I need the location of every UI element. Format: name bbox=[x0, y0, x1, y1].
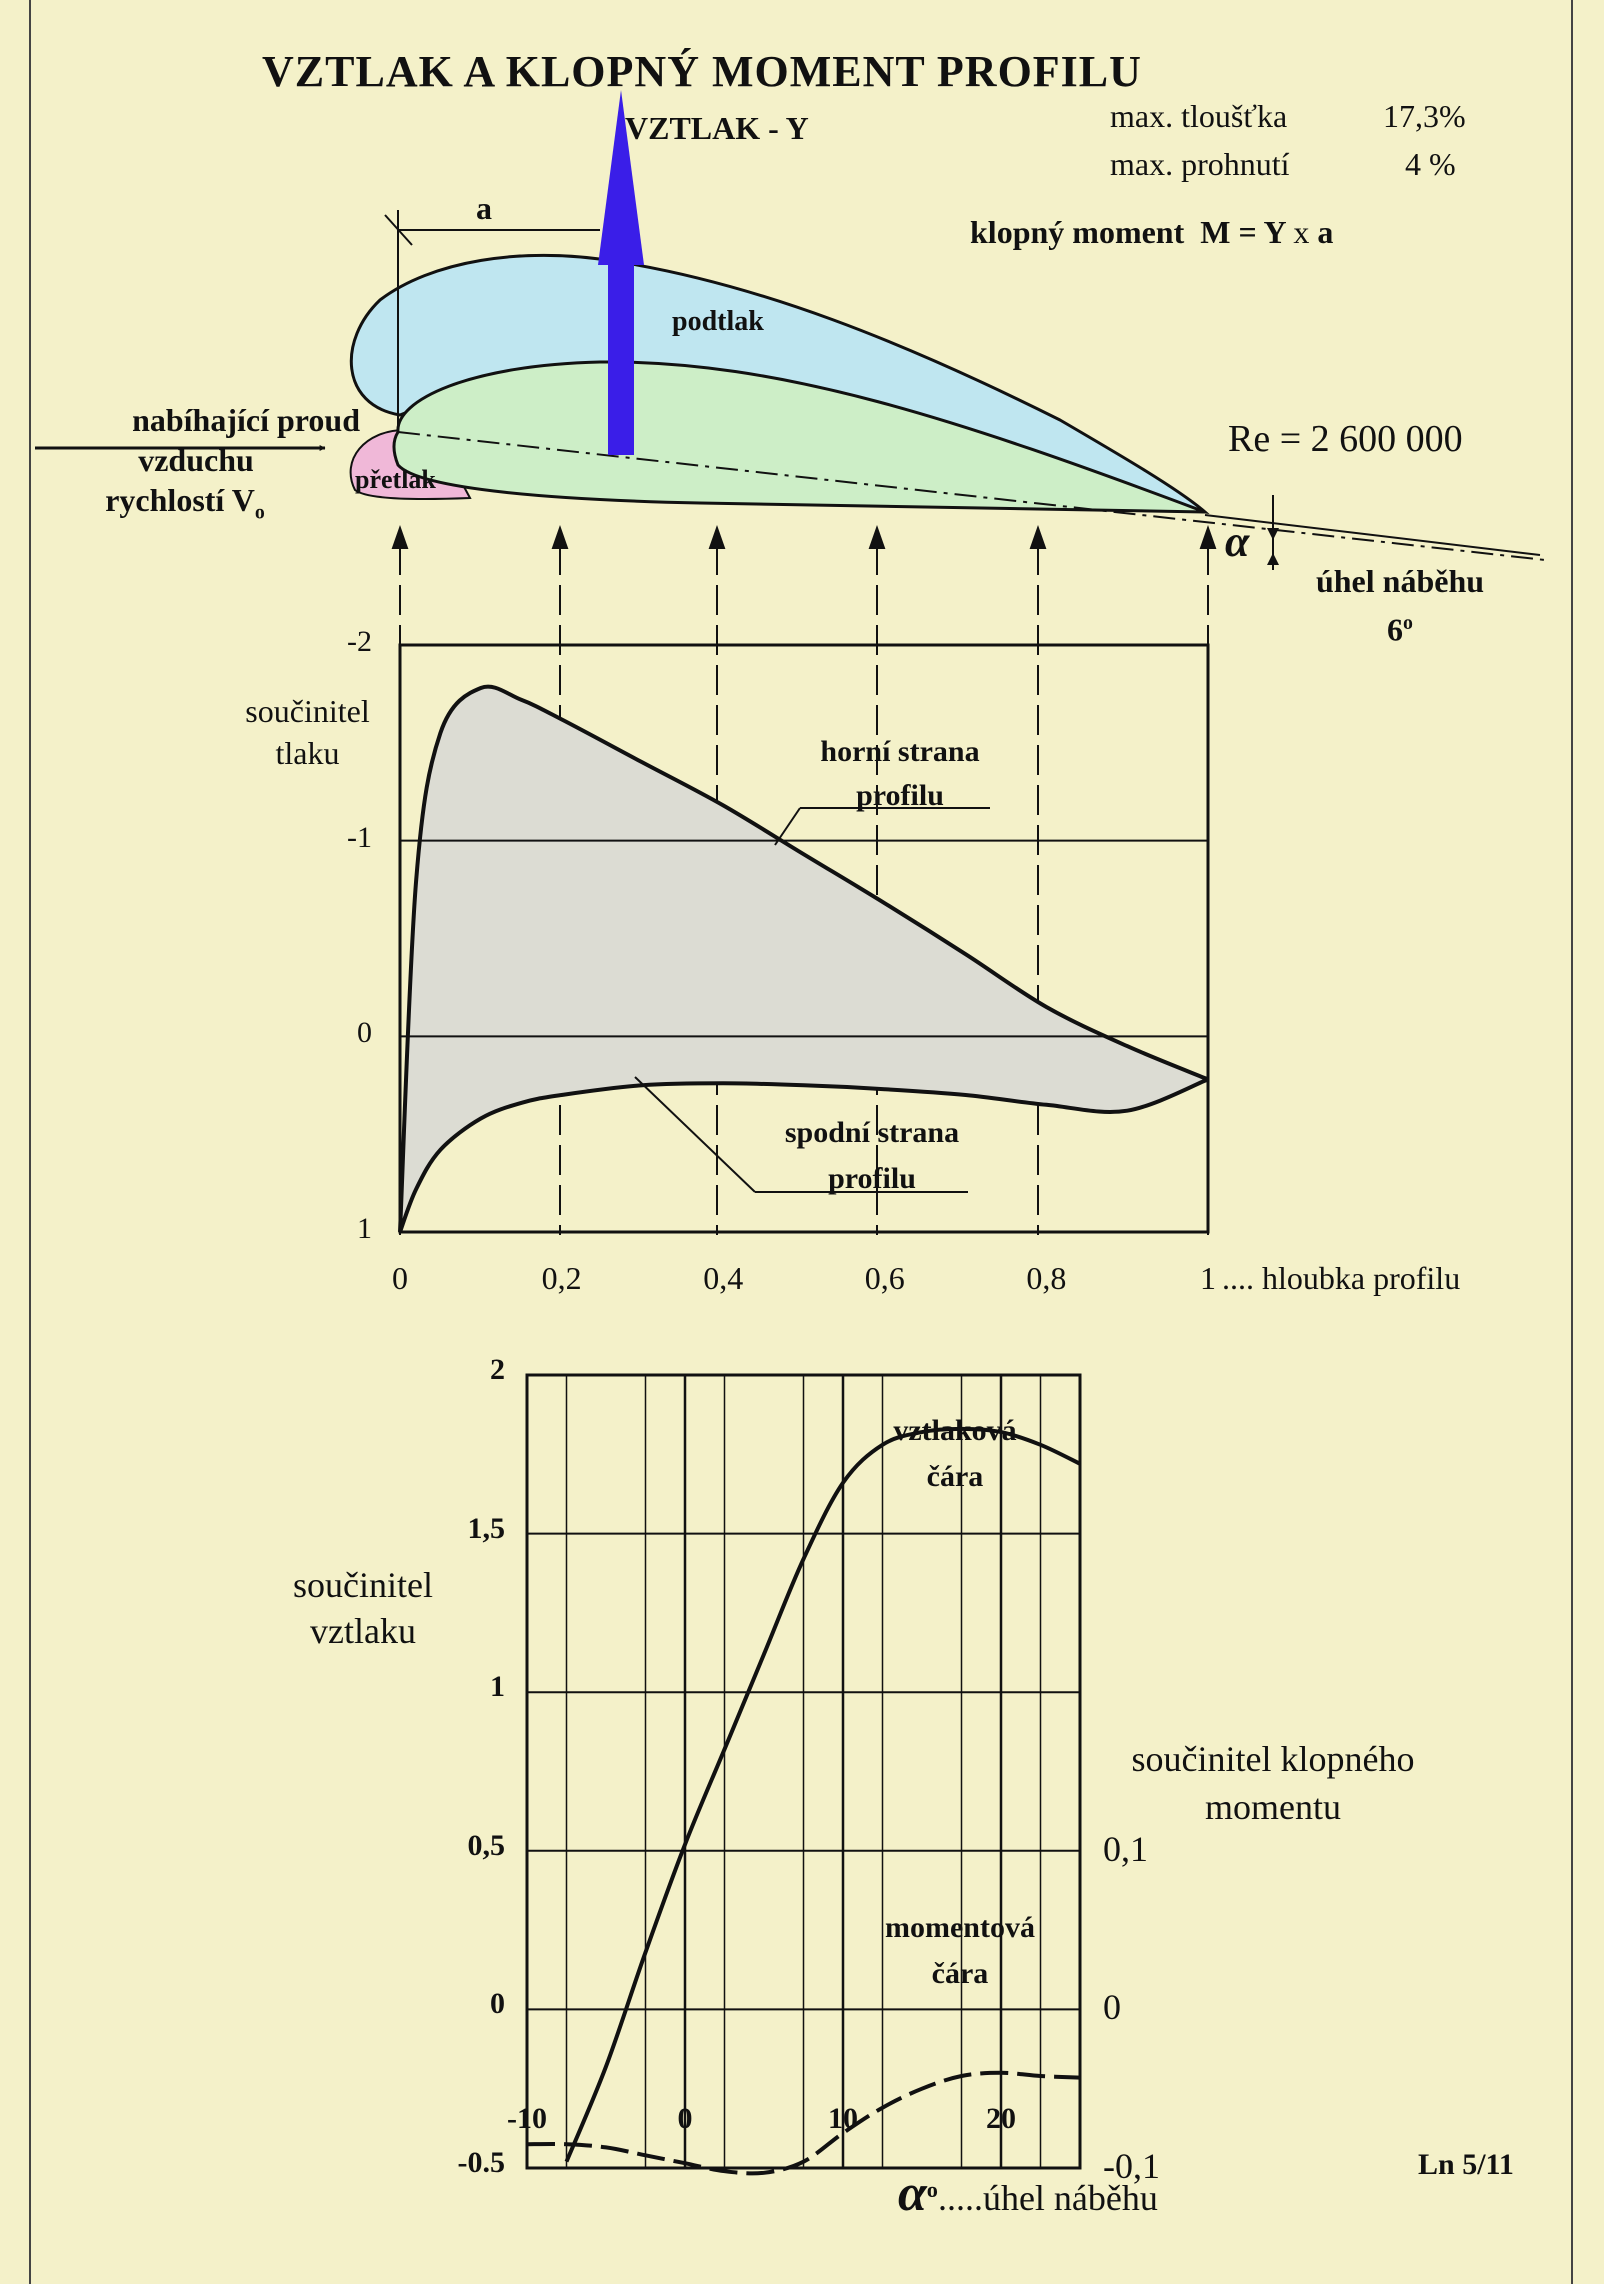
cp-y-tick: 0 bbox=[357, 1016, 372, 1050]
cp-lower-label: spodní strana profilu bbox=[784, 1116, 960, 1195]
cl-x-tick: 20 bbox=[986, 2102, 1016, 2135]
moment-curve-label: momentová čára bbox=[885, 1911, 1035, 1990]
cp-x-tick: 1 bbox=[1200, 1260, 1216, 1296]
lift-arrow-head bbox=[598, 90, 644, 265]
cm-y-tick: -0,1 bbox=[1103, 2146, 1160, 2186]
aoa-arrow-bottom bbox=[1267, 553, 1279, 565]
camber-value: 4 % bbox=[1405, 146, 1456, 182]
arm-dimension-tick bbox=[384, 214, 413, 246]
lift-curve-label: vztlaková čára bbox=[893, 1414, 1017, 1493]
camber-label: max. prohnutí bbox=[1110, 146, 1290, 182]
cp-ylabel: součinitel tlaku bbox=[245, 693, 370, 771]
cp-upper-line bbox=[398, 684, 1209, 1233]
footer-code: Ln 5/11 bbox=[1418, 2148, 1514, 2181]
flow-label-line3: rychlostí Vo bbox=[105, 482, 265, 524]
aoa-label-value: 6o bbox=[1387, 611, 1413, 648]
cp-upper-label: horní strana profilu bbox=[820, 735, 980, 812]
moment-formula: klopný moment M = Y x a bbox=[970, 216, 1333, 248]
cp-lower-line bbox=[398, 1077, 1209, 1233]
cl-x-tick: -10 bbox=[507, 2102, 547, 2135]
cl-x-tick: 10 bbox=[828, 2102, 858, 2135]
pressure-coefficient-chart bbox=[398, 643, 1210, 1234]
cm-y-tick: 0 bbox=[1103, 1987, 1121, 2028]
moment-formula-label: klopný moment bbox=[970, 214, 1185, 250]
cl-y-tick: 2 bbox=[490, 1353, 505, 1386]
thickness-value: 17,3% bbox=[1383, 98, 1466, 134]
flow-direction-line bbox=[1204, 514, 1541, 556]
moment-curve bbox=[526, 2070, 1081, 2176]
cp-y-tick: -1 bbox=[347, 820, 372, 854]
chord-line bbox=[397, 431, 1546, 561]
lift-coefficient-chart bbox=[525, 1373, 1082, 2176]
flow-label-line2: vzduchu bbox=[138, 442, 254, 478]
cp-area-fill bbox=[400, 686, 1208, 1232]
cl-xlabel: αo.....úhel náběhu bbox=[898, 2165, 1158, 2222]
cp-xlabel: .... hloubka profilu bbox=[1222, 1260, 1461, 1296]
cm-right-label: součinitel klopného momentu bbox=[1131, 1739, 1415, 1827]
page-title: VZTLAK A KLOPNÝ MOMENT PROFILU bbox=[262, 47, 1142, 96]
cl-ylabel: součinitel vztlaku bbox=[293, 1565, 433, 1651]
thickness-label: max. tloušťka bbox=[1110, 98, 1288, 134]
alpha-symbol-bottom: α bbox=[898, 2165, 927, 2222]
alpha-symbol-top: α bbox=[1225, 517, 1250, 566]
cp-x-tick: 0,4 bbox=[703, 1260, 744, 1296]
moment-formula-x: x bbox=[1293, 214, 1310, 250]
cp-lower-leader bbox=[634, 1076, 756, 1193]
suction-label: podtlak bbox=[672, 306, 764, 337]
reynolds-number: Re = 2 600 000 bbox=[1228, 418, 1463, 460]
airfoil-body bbox=[392, 360, 1206, 514]
moment-formula-a: a bbox=[1317, 214, 1334, 250]
cl-y-tick: 1,5 bbox=[467, 1511, 506, 1545]
cl-y-tick: -0.5 bbox=[457, 2146, 506, 2179]
aoa-label: úhel náběhu 6o bbox=[1290, 560, 1510, 651]
cp-upper-leader bbox=[774, 807, 801, 846]
cp-y-tick: -2 bbox=[347, 625, 372, 658]
cl-y-tick: 0 bbox=[490, 1987, 505, 2021]
lift-arrow-label: VZTLAK - Y bbox=[625, 110, 809, 146]
aoa-label-line1: úhel náběhu bbox=[1315, 563, 1485, 599]
flow-label: nabíhající proud vzduchu rychlostí Vo bbox=[40, 400, 360, 532]
pressure-label: přetlak bbox=[355, 465, 436, 494]
arm-label: a bbox=[476, 190, 492, 226]
lift-arrow-shaft bbox=[608, 260, 634, 455]
cp-y-tick: 1 bbox=[357, 1212, 372, 1245]
cp-frame bbox=[398, 643, 1210, 1234]
cp-x-tick: 0,8 bbox=[1026, 1260, 1067, 1296]
aoa-arrow-top bbox=[1267, 528, 1279, 540]
cl-y-tick: 0,5 bbox=[467, 1828, 506, 1862]
cp-x-tick: 0,6 bbox=[864, 1260, 905, 1296]
moment-formula-main: M = Y bbox=[1200, 214, 1286, 250]
cm-y-tick: 0,1 bbox=[1103, 1828, 1148, 1869]
lift-curve bbox=[564, 1426, 1081, 2163]
flow-label-line1: nabíhající proud bbox=[132, 402, 360, 438]
cl-x-tick: 0 bbox=[677, 2102, 693, 2135]
cp-x-tick: 0,2 bbox=[541, 1260, 582, 1296]
cp-x-tick: 0 bbox=[392, 1260, 408, 1296]
cl-y-tick: 1 bbox=[490, 1670, 505, 1704]
